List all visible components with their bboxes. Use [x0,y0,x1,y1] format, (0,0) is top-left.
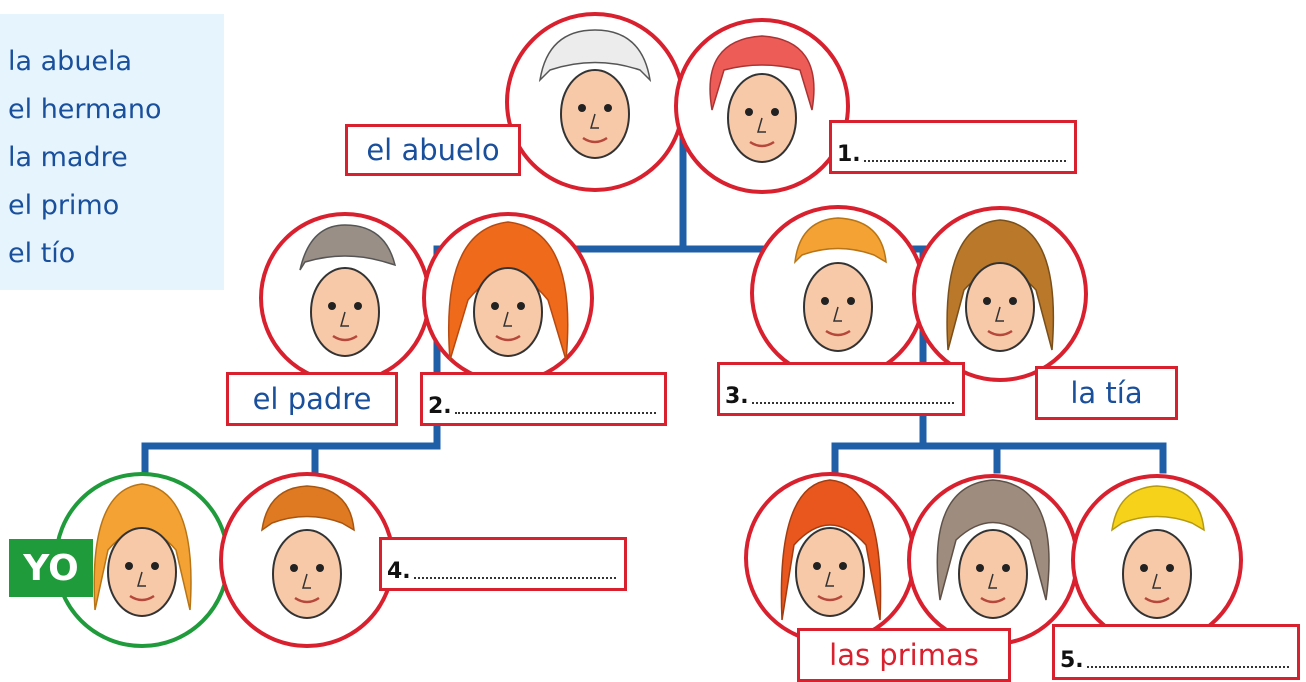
mother-portrait [422,212,594,384]
label-text: las primas [829,638,979,672]
word-bank-item: el primo [8,190,120,221]
blank-3[interactable]: 3. [717,362,965,416]
yo-badge: YO [9,539,93,597]
blank-number: 1. [837,142,861,167]
cousin-boy-portrait [1071,474,1243,646]
father-portrait [259,212,431,384]
blank-number: 2. [428,394,452,419]
blank-answer-line [1087,666,1289,668]
label-text: el padre [252,382,372,416]
blank-number: 3. [725,384,749,409]
blank-answer-line [455,412,656,414]
blank-1[interactable]: 1. [829,120,1077,174]
label-text: la tía [1070,376,1143,410]
cousin-girl-1-portrait [744,472,916,644]
uncle-portrait [750,205,926,381]
blank-answer-line [752,402,954,404]
label-aunt: la tía [1035,366,1178,420]
label-father: el padre [226,372,398,426]
blank-answer-line [864,160,1066,162]
word-bank-item: la abuela [8,46,133,77]
blank-4[interactable]: 4. [379,537,627,591]
blank-number: 4. [387,559,411,584]
label-text: el abuelo [366,133,500,167]
grandmother-portrait [674,18,850,194]
label-cousins-girls: las primas [797,628,1011,682]
word-bank-item: el hermano [8,94,162,125]
blank-answer-line [414,577,616,579]
word-bank-item: el tío [8,238,76,269]
word-bank: la abuela el hermano la madre el primo e… [0,14,224,290]
blank-number: 5. [1060,648,1084,673]
brother-portrait [219,472,395,648]
label-grandfather: el abuelo [345,124,521,176]
grandfather-portrait [505,12,685,192]
blank-5[interactable]: 5. [1052,624,1300,680]
word-bank-item: la madre [8,142,128,173]
cousin-girl-2-portrait [907,474,1079,646]
aunt-portrait [912,206,1088,382]
blank-2[interactable]: 2. [420,372,667,426]
